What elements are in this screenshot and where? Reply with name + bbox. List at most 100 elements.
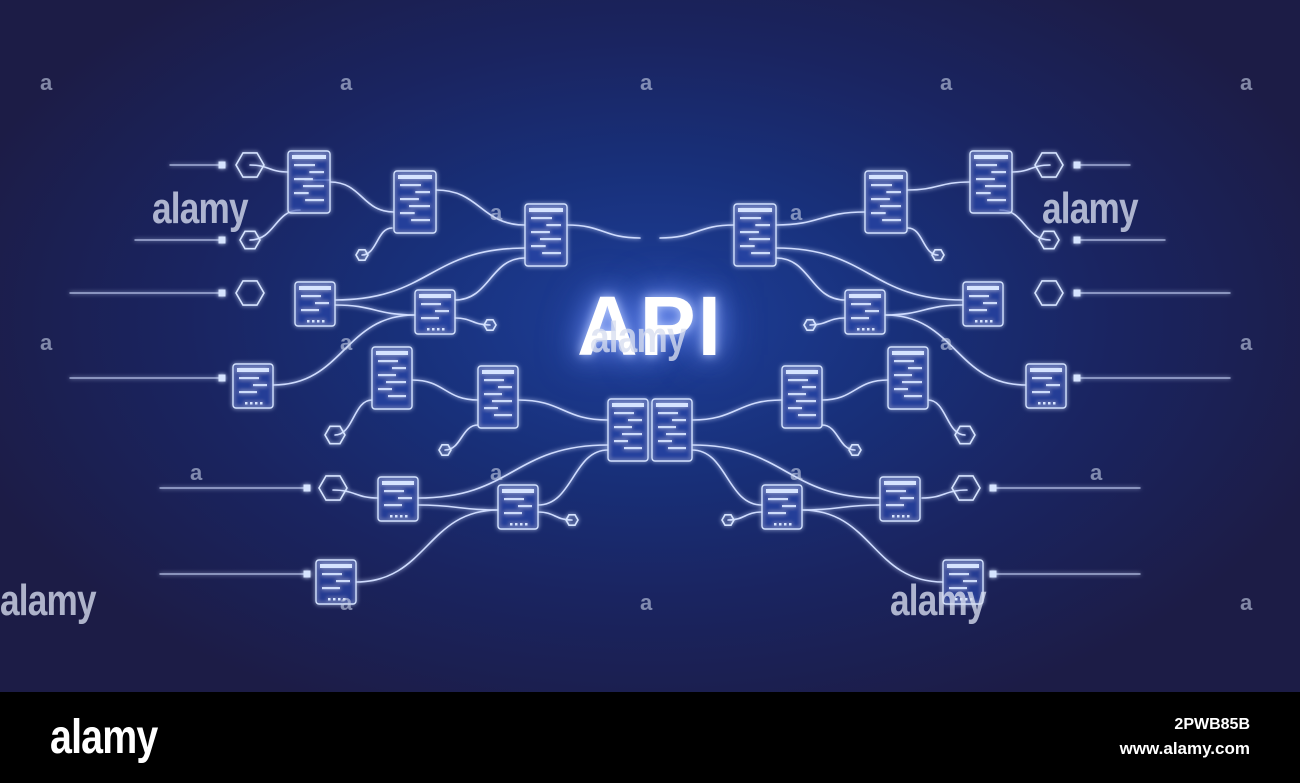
endpoint-dot — [989, 570, 997, 578]
connector-line — [334, 304, 416, 316]
document-node-icon — [942, 559, 984, 605]
watermark-logo: alamy — [590, 313, 687, 362]
connector-line — [801, 509, 944, 583]
document-node-icon — [879, 476, 921, 522]
connection-lines — [69, 164, 1231, 583]
connector-line — [517, 399, 609, 421]
watermark-mark: a — [1240, 70, 1252, 95]
watermark-mark: a — [790, 200, 802, 225]
document-node-icon — [887, 346, 929, 410]
hexagon-icon — [324, 425, 346, 445]
watermark-mark: a — [340, 70, 352, 95]
document-node-icon — [414, 289, 456, 335]
watermark-mark: a — [490, 460, 502, 485]
footer-bar: alamy 2PWB85B www.alamy.com — [0, 692, 1300, 783]
hexagon-icon — [318, 475, 348, 501]
watermark-mark: a — [340, 330, 352, 355]
connector-line — [334, 247, 526, 301]
watermark-mark: a — [940, 70, 952, 95]
api-title: API — [576, 279, 724, 373]
document-node-icon — [232, 363, 274, 409]
document-node-icon — [287, 150, 331, 214]
connector-line — [272, 314, 416, 386]
connector-line — [435, 189, 526, 226]
hexagon-icon — [483, 318, 497, 332]
connector-line — [332, 489, 379, 499]
site-url: www.alamy.com — [1119, 739, 1250, 758]
hexagon-icon — [1034, 152, 1064, 178]
connector-line — [454, 257, 526, 301]
hexagon-icon — [565, 513, 579, 527]
connector-line — [1011, 164, 1051, 173]
connector-line — [691, 444, 881, 499]
watermark-mark: a — [190, 460, 202, 485]
endpoint-dot — [1073, 161, 1081, 169]
endpoint-dot — [989, 484, 997, 492]
document-node-icon — [524, 203, 568, 267]
connector-line — [537, 511, 573, 521]
watermark-mark: a — [1090, 460, 1102, 485]
connector-line — [809, 317, 846, 326]
connector-line — [775, 257, 846, 301]
document-node-icon — [497, 484, 539, 530]
endpoint-dot — [1073, 289, 1081, 297]
footer-logo: alamy — [50, 711, 158, 764]
connector-line — [801, 504, 881, 511]
hexagon-icon — [239, 230, 261, 250]
document-node-icon — [733, 203, 777, 267]
document-node-icon — [864, 170, 908, 234]
document-node-icon — [781, 365, 823, 429]
endpoint-dot — [218, 236, 226, 244]
illustration: API alamy alamy alamy alamy alamy a a a … — [0, 0, 1300, 692]
watermark-mark: a — [40, 70, 52, 95]
document-node-icon — [393, 170, 437, 234]
endpoint-dot — [1073, 374, 1081, 382]
watermark-logo: alamy — [152, 184, 249, 233]
connector-line — [884, 304, 964, 316]
api-network-diagram — [69, 150, 1231, 605]
endpoint-dot — [218, 161, 226, 169]
hexagon-icon — [355, 249, 369, 262]
document-node-icon — [315, 559, 357, 605]
watermark-mark: a — [490, 200, 502, 225]
connector-line — [821, 424, 856, 451]
connector-line — [927, 399, 966, 436]
watermark-mark: a — [40, 330, 52, 355]
endpoint-dot — [303, 570, 311, 578]
endpoint-dot — [218, 289, 226, 297]
connector-line — [906, 181, 971, 191]
connector-line — [775, 211, 866, 226]
connector-line — [249, 164, 289, 173]
watermark-mark: a — [340, 590, 352, 615]
watermark-mark: a — [640, 70, 652, 95]
connector-line — [411, 379, 479, 401]
connector-line — [454, 317, 491, 326]
document-node-icon — [651, 398, 693, 462]
hexagon-icon — [931, 249, 945, 262]
document-node-icon — [844, 289, 886, 335]
connector-line — [417, 504, 499, 511]
hexagon-icon — [235, 280, 265, 306]
document-node-icon — [377, 476, 419, 522]
connector-line — [727, 511, 763, 521]
endpoint-dot — [303, 484, 311, 492]
document-node-icon — [1025, 363, 1067, 409]
connector-line — [329, 181, 395, 213]
endpoint-dot — [218, 374, 226, 382]
connector-line — [691, 449, 763, 506]
endpoint-dot — [1073, 236, 1081, 244]
connector-line — [884, 314, 1027, 386]
hexagon-icon — [803, 318, 817, 332]
document-node-icon — [371, 346, 413, 410]
image-id: 2PWB85B — [1174, 716, 1250, 733]
hexagon-icon — [951, 475, 981, 501]
connector-line — [444, 424, 479, 451]
watermark-mark: a — [640, 590, 652, 615]
hexagon-icon — [848, 443, 862, 457]
connector-line — [921, 489, 968, 499]
document-node-icon — [477, 365, 519, 429]
watermark-logo: alamy — [890, 576, 987, 625]
connector-line — [659, 224, 735, 239]
watermark-mark: a — [940, 330, 952, 355]
connector-line — [566, 224, 641, 239]
